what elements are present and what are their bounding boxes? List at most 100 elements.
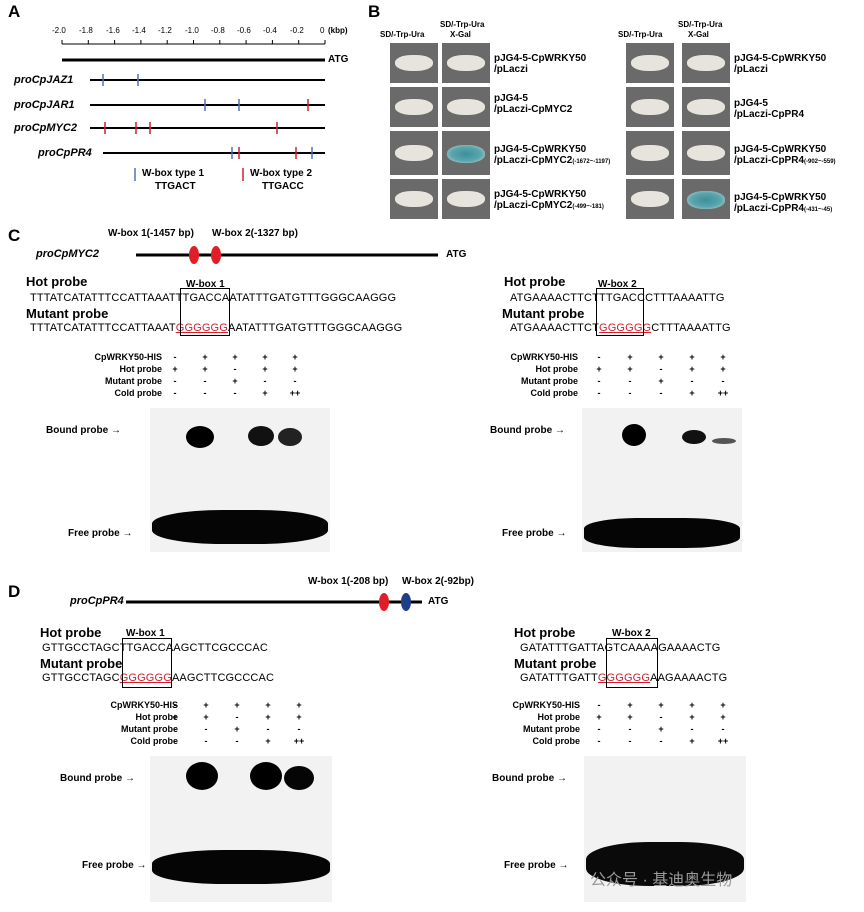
yeast-colony-blue xyxy=(447,145,485,163)
construct-line: pJG4-5-CpWRKY50 xyxy=(494,144,587,155)
bound-band xyxy=(250,762,282,790)
yeast-colony xyxy=(687,55,725,71)
yeast-colony xyxy=(687,99,725,115)
condition-cell: + xyxy=(596,712,602,722)
condition-cell: - xyxy=(690,376,694,386)
wbox-highlight xyxy=(180,288,230,336)
condition-label: Mutant probe xyxy=(523,724,580,734)
construct-line: /pLaczi-CpPR4 xyxy=(734,109,805,120)
col-header-xgal-right: SD/-Trp-Ura xyxy=(678,20,723,29)
condition-cell: - xyxy=(233,388,237,398)
yeast-colony xyxy=(395,99,433,115)
condition-cell: - xyxy=(690,724,694,734)
mutant-probe-sequence: ATGAAAACTTCTGGGGGGCTTTAAAATTG xyxy=(510,322,731,334)
yeast-colony xyxy=(687,145,725,161)
condition-cell: ++ xyxy=(717,736,729,746)
tick-label: 0 xyxy=(320,26,325,35)
free-band xyxy=(584,518,740,548)
yeast-plate xyxy=(626,87,674,127)
tick-label: -1.2 xyxy=(158,26,172,35)
condition-cell: - xyxy=(173,724,177,734)
condition-cell: - xyxy=(173,352,177,362)
emsa-gel xyxy=(582,408,742,552)
condition-label: CpWRKY50-HIS xyxy=(510,352,578,362)
yeast-colony xyxy=(395,55,433,71)
wbox-highlight xyxy=(122,638,172,688)
condition-cell: + xyxy=(172,364,178,374)
tick-label: -0.6 xyxy=(237,26,251,35)
yeast-plate xyxy=(390,43,438,83)
condition-cell: - xyxy=(173,388,177,398)
wbox2-marker xyxy=(211,246,221,264)
condition-label: CpWRKY50-HIS xyxy=(94,352,162,362)
tick-label: -0.4 xyxy=(263,26,277,35)
condition-cell: + xyxy=(720,712,726,722)
construct-line: /pLaczi-CpMYC2 xyxy=(494,200,573,211)
construct-range: (-431~-45) xyxy=(804,207,833,213)
free-band xyxy=(152,510,328,544)
promoter-label: proCpJAZ1 xyxy=(14,74,74,86)
condition-cell: ++ xyxy=(293,736,305,746)
tick-label: -1.6 xyxy=(106,26,120,35)
bound-band xyxy=(248,426,274,446)
condition-cell: - xyxy=(235,736,239,746)
promoter-label: proCpJAR1 xyxy=(14,99,75,111)
wbox1-position: W-box 1(-1457 bp) xyxy=(108,228,194,239)
hot-probe-title: Hot probe xyxy=(514,625,576,640)
construct-label: pJG4-5-CpWRKY50 /pLaczi xyxy=(734,53,826,75)
condition-cell: - xyxy=(659,712,663,722)
wbox-label: W-box 1 xyxy=(186,279,225,290)
condition-cell: - xyxy=(203,376,207,386)
yeast-colony xyxy=(631,55,669,71)
wbox-label: W-box 2 xyxy=(598,279,637,290)
condition-label: Hot probe xyxy=(119,364,163,374)
bound-band xyxy=(284,766,314,790)
condition-label: Hot probe xyxy=(535,364,579,374)
condition-cell: - xyxy=(173,376,177,386)
wbox-label: W-box 1 xyxy=(126,628,165,639)
yeast-plate xyxy=(626,131,674,175)
free-band xyxy=(586,842,744,886)
condition-cell: + xyxy=(292,364,298,374)
condition-cell: + xyxy=(689,736,695,746)
condition-cell: - xyxy=(659,364,663,374)
construct-line: /pLaczi xyxy=(734,64,768,75)
hot-probe-sequence: TTTATCATATTTCCATTAAATTTGACCAATATTTGATGTT… xyxy=(30,292,397,304)
panel-d-letter: D xyxy=(8,582,21,601)
yeast-colony xyxy=(395,145,433,161)
condition-cell: + xyxy=(689,388,695,398)
bound-band xyxy=(622,424,646,446)
condition-cell: ++ xyxy=(717,388,729,398)
promoter-label: proCpPR4 xyxy=(70,595,124,607)
condition-label: Mutant probe xyxy=(521,376,578,386)
bound-band xyxy=(712,438,736,444)
condition-cell: - xyxy=(721,724,725,734)
wbox-highlight xyxy=(596,288,644,336)
free-probe-label: Free probe → xyxy=(68,528,133,539)
yeast-plate xyxy=(390,179,438,219)
mutant-probe-title: Mutant probe xyxy=(502,306,585,321)
yeast-colony xyxy=(631,145,669,161)
condition-cell: - xyxy=(266,724,270,734)
condition-cell: + xyxy=(203,700,209,710)
condition-cell: - xyxy=(628,736,632,746)
scale-tick-labels: -2.0 -1.8 -1.6 -1.4 -1.2 -1.0 -0.8 -0.6 … xyxy=(52,26,352,38)
mutant-probe-title: Mutant probe xyxy=(514,656,597,671)
condition-cell: + xyxy=(720,364,726,374)
condition-cell: + xyxy=(265,700,271,710)
condition-cell: - xyxy=(628,724,632,734)
promoter-label: proCpPR4 xyxy=(38,147,92,159)
tick-label: -1.4 xyxy=(132,26,146,35)
condition-cell: + xyxy=(292,352,298,362)
condition-cell: - xyxy=(597,700,601,710)
condition-cell: - xyxy=(659,388,663,398)
construct-line: /pLaczi-CpMYC2 xyxy=(494,155,573,166)
mutant-probe-sequence: GATATTTGATTGGGGGGAAGAAAACTG xyxy=(520,672,728,684)
condition-cell: - xyxy=(263,376,267,386)
promoter-label: proCpMYC2 xyxy=(14,122,77,134)
atg-label: ATG xyxy=(328,54,349,65)
construct-line: pJG4-5-CpWRKY50 xyxy=(734,192,827,203)
bound-probe-label: Bound probe → xyxy=(46,425,121,436)
condition-cell: - xyxy=(235,712,239,722)
yeast-plate xyxy=(442,179,490,219)
